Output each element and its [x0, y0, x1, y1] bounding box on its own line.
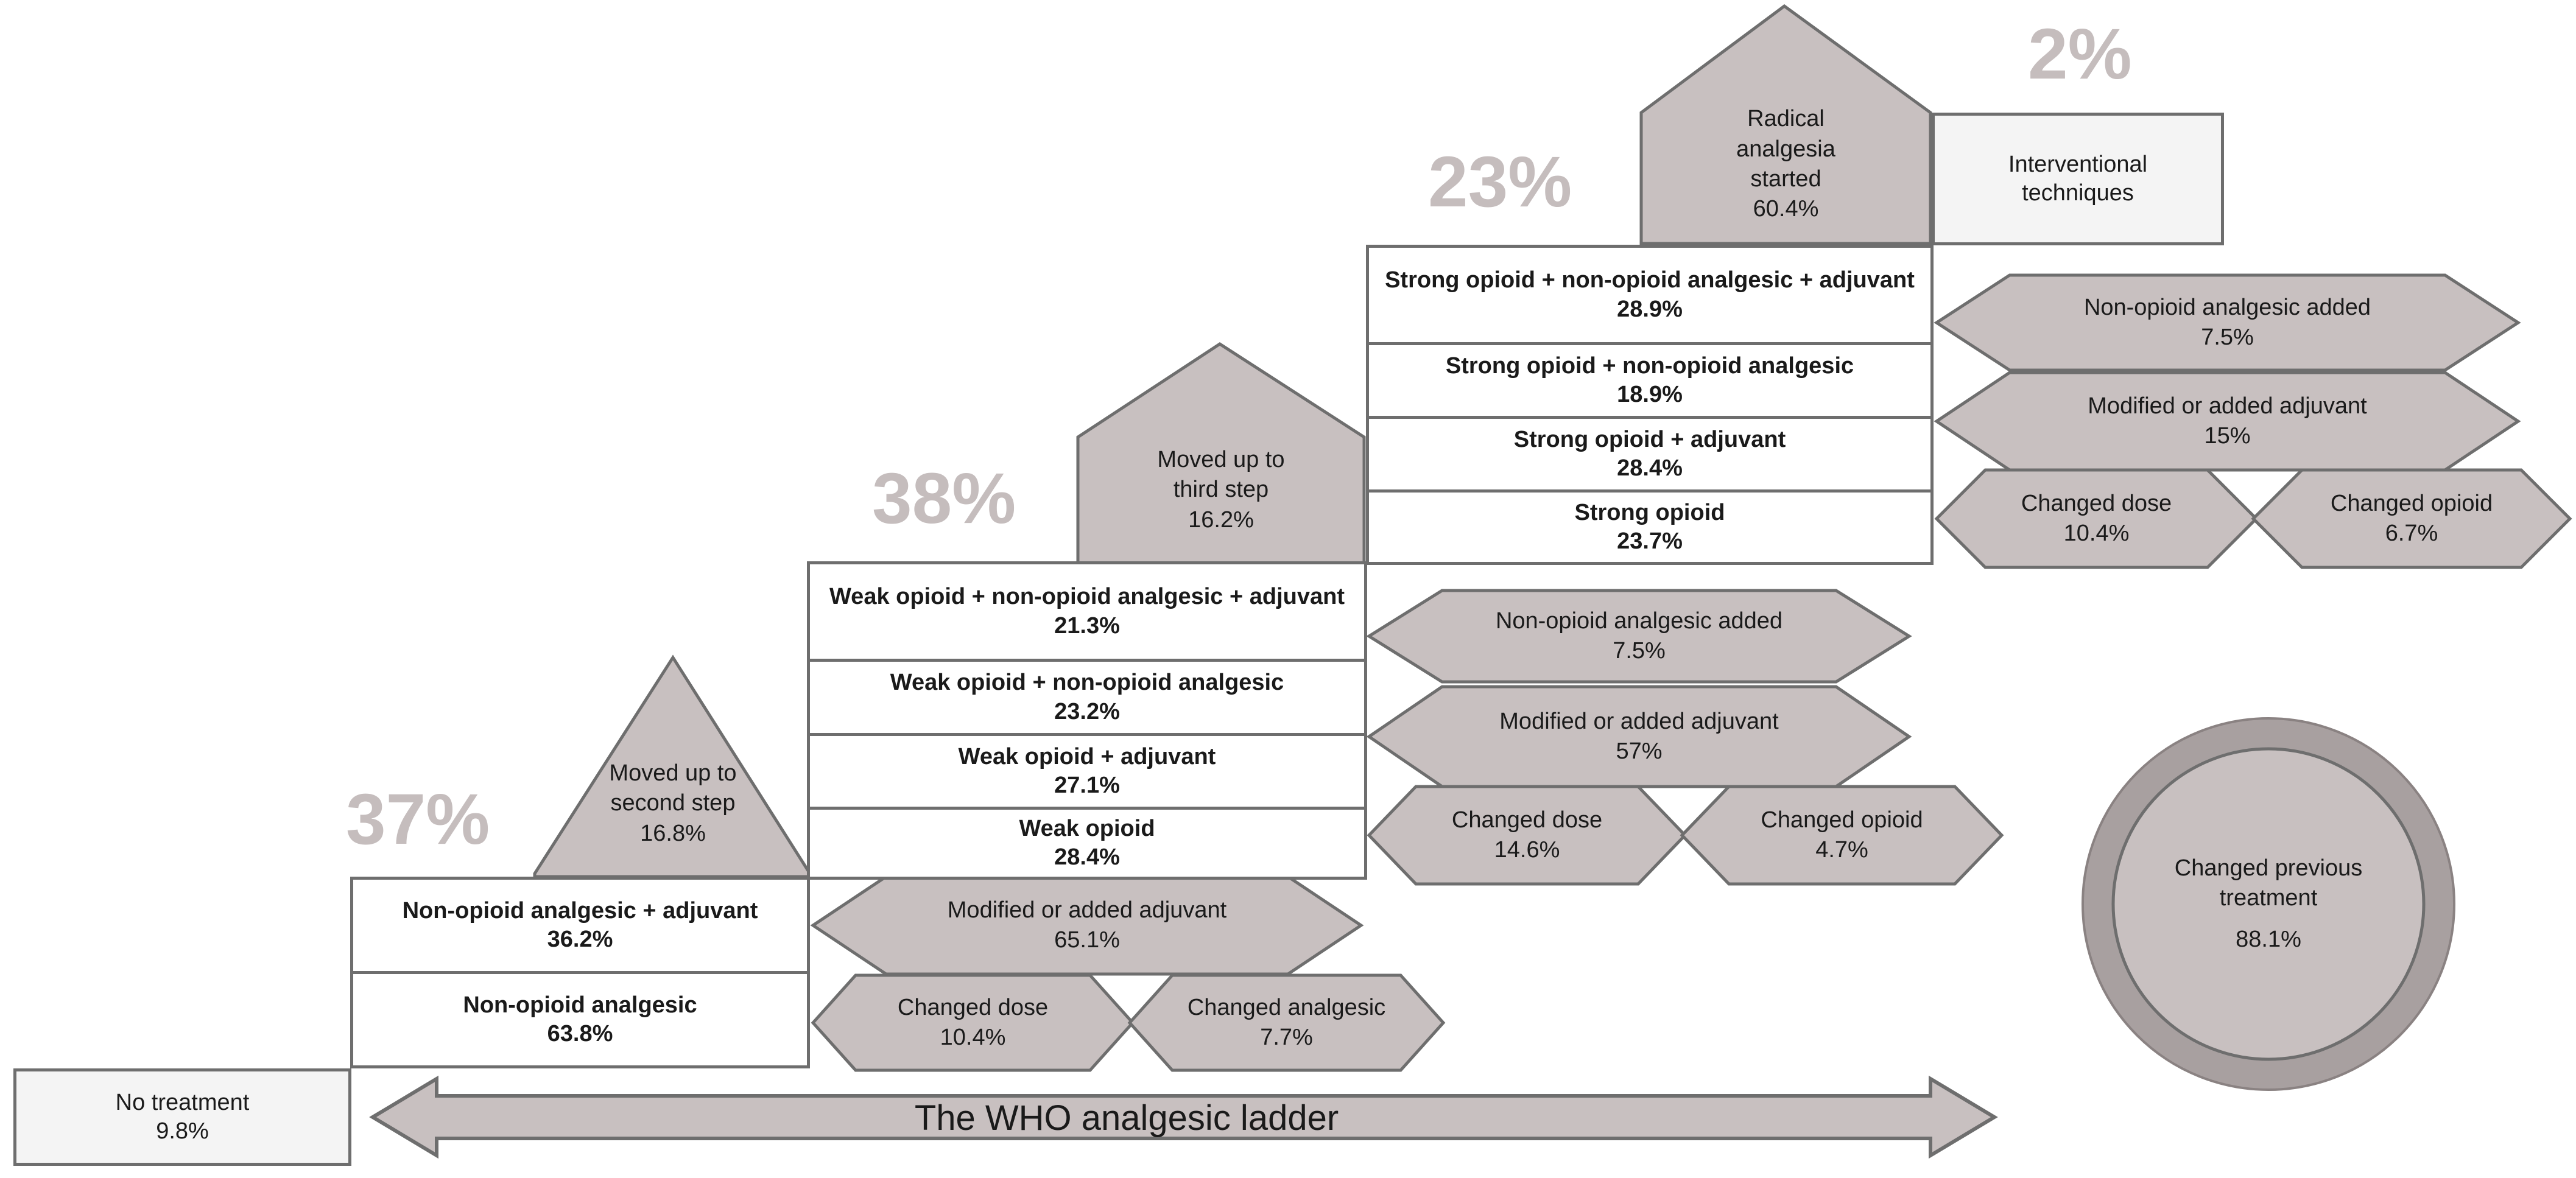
- step-3-row-3-label: Strong opioid + adjuvant: [1513, 426, 1786, 452]
- step-2-row-2: Weak opioid + non-opioid analgesic 23.2%: [807, 659, 1367, 736]
- step-2-moved-up-text: Moved up to third step: [1157, 446, 1285, 503]
- step-2-change-nonopioid-value: 7.5%: [1613, 638, 1666, 664]
- step-3-row-4: Strong opioid 23.7%: [1366, 489, 1934, 565]
- step-3-change-nonopioid: Non-opioid analgesic added 7.5%: [2010, 275, 2445, 370]
- step-3-change-dose-value: 10.4%: [2063, 521, 2130, 546]
- step-3-row-4-value: 23.7%: [1617, 528, 1683, 554]
- step-3-change-dose: Changed dose 10.4%: [1985, 470, 2208, 567]
- step-3-percent: 23%: [1428, 142, 1572, 222]
- step-3-change-nonopioid-label: Non-opioid analgesic added: [2083, 294, 2371, 320]
- step-3-row-1-value: 28.9%: [1617, 296, 1683, 322]
- step-3-change-opioid-value: 6.7%: [2385, 521, 2438, 546]
- step-2-change-adjuvant-label: Modified or added adjuvant: [1499, 708, 1779, 734]
- interventional-label: Interventional techniques: [2008, 151, 2148, 206]
- step-3-row-4-label: Strong opioid: [1574, 499, 1725, 525]
- step-2-row-2-value: 23.2%: [1054, 698, 1120, 724]
- step-2-change-opioid-shape: [1680, 785, 2004, 886]
- step-1-row-2-value: 63.8%: [547, 1021, 613, 1047]
- step-3-moved-up-value: 60.4%: [1753, 196, 1819, 222]
- step-1-change-analgesic-value: 7.7%: [1260, 1025, 1313, 1050]
- step-1-moved-up-label: Moved up to second step 16.8%: [566, 743, 779, 864]
- step-3-row-1: Strong opioid + non-opioid analgesic + a…: [1366, 245, 1934, 345]
- step-1-change-adjuvant-value: 65.1%: [1054, 927, 1120, 953]
- step-2-percent: 38%: [872, 458, 1016, 539]
- step-2-row-2-label: Weak opioid + non-opioid analgesic: [890, 670, 1284, 695]
- step-2-row-3-label: Weak opioid + adjuvant: [958, 743, 1216, 770]
- step-1-change-adjuvant: Modified or added adjuvant 65.1%: [886, 877, 1288, 974]
- changed-treatment-label: Changed previous treatment 88.1%: [2144, 840, 2393, 968]
- step-1-change-dose: Changed dose 10.4%: [856, 975, 1090, 1070]
- step-1-change-analgesic-shape: [1127, 973, 1446, 1072]
- step-1-change-analgesic: Changed analgesic 7.7%: [1172, 975, 1401, 1070]
- step-2-row-1-label: Weak opioid + non-opioid analgesic + adj…: [829, 584, 1345, 609]
- step-2-change-dose-label: Changed dose: [1451, 807, 1603, 833]
- step-2-change-dose: Changed dose 14.6%: [1416, 787, 1638, 884]
- step-1-moved-up-value: 16.8%: [640, 820, 706, 846]
- step-2-change-nonopioid: Non-opioid analgesic added 7.5%: [1442, 591, 1836, 682]
- step-1-row-1-value: 36.2%: [547, 927, 613, 952]
- step-2-moved-up-value: 16.2%: [1188, 507, 1254, 533]
- step-2-change-adjuvant-value: 57%: [1616, 738, 1663, 764]
- step-3-change-opioid-shape: [2251, 468, 2572, 569]
- step-3-change-adjuvant-value: 15%: [2204, 423, 2251, 449]
- step-3-moved-up-text: Radical analgesia started: [1736, 106, 1835, 192]
- step-1-row-1: Non-opioid analgesic + adjuvant 36.2%: [350, 877, 810, 974]
- step-3-change-dose-label: Changed dose: [2021, 490, 2172, 516]
- no-treatment-value: 9.8%: [156, 1118, 209, 1144]
- step-1-row-2-label: Non-opioid analgesic: [463, 992, 697, 1018]
- step-2-moved-up-label: Moved up to third step 16.2%: [1096, 426, 1346, 554]
- step-2-change-nonopioid-label: Non-opioid analgesic added: [1495, 608, 1783, 634]
- step-3-change-nonopioid-value: 7.5%: [2201, 324, 2254, 350]
- step-1-row-1-label: Non-opioid analgesic + adjuvant: [402, 897, 758, 924]
- step-3-row-2-label: Strong opioid + non-opioid analgesic: [1445, 352, 1854, 379]
- ladder-label: The WHO analgesic ladder: [914, 1098, 1339, 1138]
- step-2-row-4-label: Weak opioid: [1019, 815, 1155, 841]
- step-1-change-dose-value: 10.4%: [940, 1025, 1006, 1050]
- step-1-percent: 37%: [346, 779, 490, 860]
- step-2-row-3-value: 27.1%: [1054, 773, 1120, 798]
- step-2-change-opioid-value: 4.7%: [1815, 837, 1868, 863]
- step-3-moved-up-label: Radical analgesia started 60.4%: [1656, 97, 1915, 231]
- no-treatment-box: No treatment 9.8%: [13, 1068, 351, 1166]
- step-1-change-analgesic-label: Changed analgesic: [1187, 994, 1386, 1020]
- interventional-percent: 2%: [2028, 14, 2132, 94]
- step-2-row-4-value: 28.4%: [1054, 844, 1120, 870]
- step-2-row-1-value: 21.3%: [1054, 612, 1120, 639]
- step-3-row-2: Strong opioid + non-opioid analgesic 18.…: [1366, 342, 1934, 419]
- step-1-change-adjuvant-label: Modified or added adjuvant: [947, 897, 1227, 923]
- step-2-change-opioid-label: Changed opioid: [1761, 807, 1923, 833]
- step-3-change-adjuvant: Modified or added adjuvant 15%: [2010, 373, 2445, 470]
- changed-treatment-value: 88.1%: [2236, 926, 2301, 952]
- step-3-moved-up-shape: [1639, 4, 1932, 245]
- step-3-change-opioid: Changed opioid 6.7%: [2302, 470, 2521, 567]
- step-2-change-nonopioid-shape: [1366, 589, 1912, 684]
- step-3-row-1-label: Strong opioid + non-opioid analgesic + a…: [1385, 267, 1915, 293]
- step-3-change-adjuvant-label: Modified or added adjuvant: [2088, 393, 2367, 419]
- changed-treatment-inner: [2111, 747, 2426, 1061]
- step-3-row-3: Strong opioid + adjuvant 28.4%: [1366, 416, 1934, 493]
- step-3-row-2-value: 18.9%: [1617, 382, 1683, 407]
- step-2-change-adjuvant: Modified or added adjuvant 57%: [1442, 687, 1836, 787]
- step-2-row-1: Weak opioid + non-opioid analgesic + adj…: [807, 561, 1367, 662]
- step-2-row-3: Weak opioid + adjuvant 27.1%: [807, 733, 1367, 810]
- step-2-change-opioid: Changed opioid 4.7%: [1729, 787, 1955, 884]
- step-1-moved-up-text: Moved up to second step: [609, 760, 737, 816]
- ladder-arrow: [369, 1075, 1998, 1159]
- changed-treatment-text: Changed previous treatment: [2174, 855, 2363, 911]
- interventional-box: Interventional techniques: [1932, 113, 2224, 245]
- step-3-row-3-value: 28.4%: [1617, 455, 1683, 481]
- step-2-row-4: Weak opioid 28.4%: [807, 807, 1367, 880]
- no-treatment-label: No treatment: [115, 1089, 250, 1115]
- step-1-row-2: Non-opioid analgesic 63.8%: [350, 971, 810, 1068]
- step-2-change-dose-value: 14.6%: [1494, 837, 1560, 863]
- step-3-change-nonopioid-shape: [1934, 273, 2521, 372]
- step-1-change-dose-label: Changed dose: [897, 994, 1049, 1020]
- step-3-change-opioid-label: Changed opioid: [2330, 490, 2493, 516]
